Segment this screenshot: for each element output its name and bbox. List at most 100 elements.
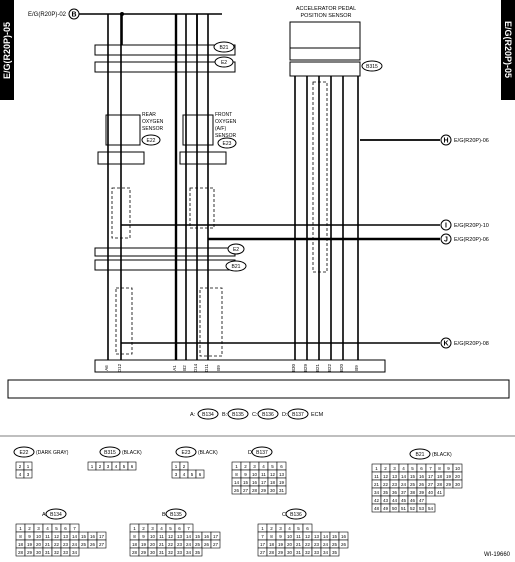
key-cell-text: 3 (175, 472, 178, 477)
key-cell-text: 14 (234, 480, 240, 485)
key-cell-text: 16 (90, 534, 96, 539)
accel-wire-color-box (289, 61, 361, 77)
key-cell-text: 31 (296, 550, 302, 555)
accel-sensor-group: ACCELERATOR PEDAL POSITION SENSOR B315 (289, 6, 383, 77)
e2-tag-top (214, 56, 234, 68)
key-tag-text: B315 (104, 450, 116, 456)
key-cell-text: 24 (72, 542, 78, 547)
key-cell-text: 23 (177, 542, 183, 547)
e23-tag (217, 137, 237, 149)
key-cell (210, 539, 221, 549)
key-cell-text: 10 (455, 466, 461, 471)
b134-tag-text: B134 (202, 412, 214, 418)
key-cell-text: 26 (341, 542, 347, 547)
key-cell-text: 2 (142, 526, 145, 531)
key-prefix: D: (248, 450, 254, 456)
key-cell-text: 16 (252, 480, 258, 485)
key-cell-text: 52 (410, 506, 416, 511)
key-note: (DARK GRAY) (36, 450, 69, 456)
key-cell-text: 6 (178, 526, 181, 531)
key-cell-text: 10 (36, 534, 42, 539)
b21-tag-top (213, 41, 235, 53)
key-cell-text: 4 (19, 472, 22, 477)
key-cell-text: 1 (375, 466, 378, 471)
key-tag (409, 448, 431, 460)
key-cell-text: 28 (252, 488, 258, 493)
key-cell (434, 487, 445, 497)
key-cell-text: 18 (437, 474, 443, 479)
b134-tag (197, 408, 219, 420)
key-cell-text: 32 (305, 550, 311, 555)
key-cell (23, 469, 33, 479)
b136-tag (257, 408, 279, 420)
key-cell-text: 5 (123, 464, 126, 469)
wires (107, 14, 440, 360)
key-cell-text: 38 (410, 490, 416, 495)
key-cell-text: 19 (27, 542, 33, 547)
key-cell-text: 22 (305, 542, 311, 547)
ecm-pin: B29 (303, 364, 308, 373)
key-cell-text: 15 (410, 474, 416, 479)
key-cell-text: 24 (401, 482, 407, 487)
ref-label: E/G(R20P)-06 (454, 138, 489, 144)
e2-b21-mid: E2 B21 (94, 243, 247, 272)
key-cell-text: 31 (279, 488, 285, 493)
key-cell-text: 9 (244, 472, 247, 477)
key-cell-text: 27 (260, 550, 266, 555)
key-tag (285, 508, 307, 520)
key-cell-text: 20 (36, 542, 42, 547)
ecm-label: ECM (311, 412, 324, 418)
key-cell-text: 40 (428, 490, 434, 495)
key-cell-text: 24 (186, 542, 192, 547)
ref-marker-text: H (443, 138, 448, 145)
key-cell-text: 11 (159, 534, 164, 539)
key-cell-text: 11 (296, 534, 301, 539)
key-tag-text: B134 (50, 512, 62, 518)
key-cell-text: 4 (160, 526, 163, 531)
ref-label: E/G(R20P)-10 (454, 223, 489, 229)
key-cell-text: 29 (278, 550, 284, 555)
figure-id: WI-19660 (484, 552, 511, 558)
ecm-pin: B9 (354, 365, 359, 371)
key-cell (329, 547, 340, 557)
key-cell-text: 9 (279, 534, 282, 539)
key-cell-text: 36 (392, 490, 398, 495)
key-cell-text: 1 (27, 464, 30, 469)
key-tag-text: B21 (416, 452, 425, 458)
key-note: (BLACK) (198, 450, 218, 456)
key-cell-text: 4 (46, 526, 49, 531)
rear-o2-title-3: SENSOR (142, 126, 164, 132)
shield (312, 81, 328, 273)
b21-e2-top: B21 E2 (94, 41, 236, 73)
key-cell-text: 28 (18, 550, 24, 555)
front-o2-title-1: FRONT (215, 112, 232, 118)
ref-marker-i (440, 219, 452, 231)
key-cell-text: 45 (401, 498, 407, 503)
key-cell-text: 24 (323, 542, 329, 547)
key-cell-text: 16 (419, 474, 425, 479)
key-cell-text: 5 (411, 466, 414, 471)
b21-tag-mid (225, 260, 247, 272)
key-cell-text: 42 (374, 498, 380, 503)
key-cell-text: 31 (45, 550, 51, 555)
key-cell-text: 32 (168, 550, 174, 555)
key-cell-text: 12 (383, 474, 389, 479)
key-tag (99, 446, 121, 458)
key-cell-text: 15 (195, 534, 201, 539)
b135-tag (227, 408, 249, 420)
key-cell-text: 26 (234, 488, 240, 493)
top-ref-label: E/G(R20P)-02 (28, 12, 67, 18)
key-cell-text: 1 (133, 526, 136, 531)
key-prefix: B: (162, 512, 168, 518)
key-cell-text: 29 (141, 550, 147, 555)
ecm-pin: A1 (172, 365, 177, 371)
key-cell-text: 30 (270, 488, 276, 493)
key-cell-text: 13 (392, 474, 398, 479)
key-cell-text: 7 (261, 534, 264, 539)
key-cell-text: 18 (132, 542, 138, 547)
